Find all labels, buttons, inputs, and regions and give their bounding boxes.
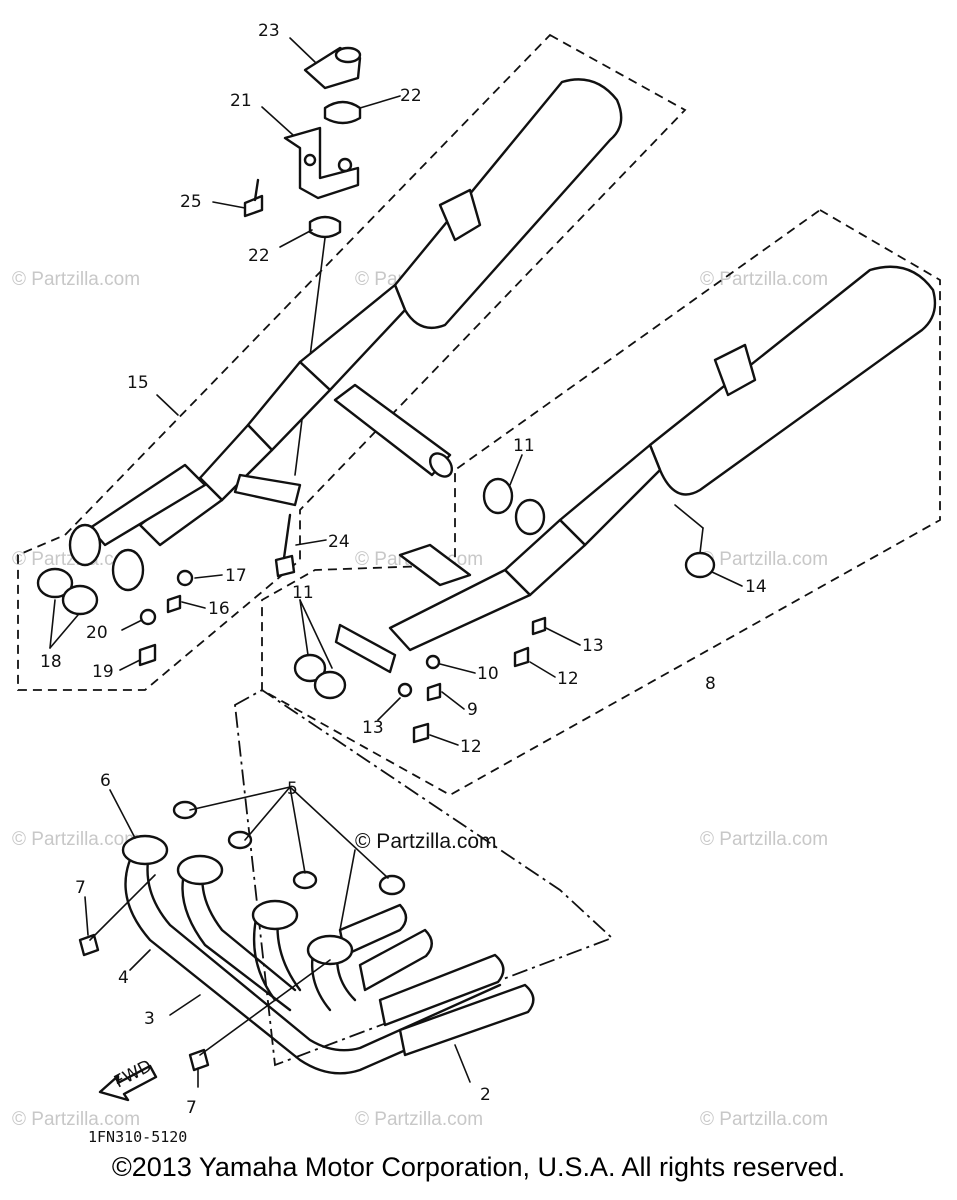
part-label: 15	[127, 373, 149, 393]
part-label: 25	[180, 192, 202, 212]
part-label: 23	[258, 21, 280, 41]
gasket-5-b	[227, 830, 253, 850]
bracket-21	[283, 126, 360, 200]
part-label: 22	[248, 246, 270, 266]
bolt-16	[166, 594, 182, 614]
gasket-18-b	[61, 584, 99, 616]
bolt-19	[138, 643, 157, 667]
gasket-11-upper	[482, 477, 514, 515]
part-label: 20	[86, 623, 108, 643]
gasket-5-a	[172, 800, 198, 820]
part-label: 11	[292, 583, 314, 603]
washer-13-lower	[397, 682, 413, 698]
part-label: 14	[745, 577, 767, 597]
part-label: 13	[362, 718, 384, 738]
bolt-9	[426, 682, 442, 702]
bolt-24	[274, 554, 296, 578]
bolt-12-lower	[412, 722, 430, 744]
part-label: 3	[144, 1009, 155, 1029]
part-labels: 23 22 21 25 22 15 24 17 16 20 18 19 11 1…	[40, 21, 767, 1146]
watermark: © Partzilla.com	[700, 1109, 828, 1130]
part-label: 5	[287, 779, 298, 799]
washer-20	[139, 608, 157, 626]
leader-lines	[49, 37, 743, 1088]
exhaust-pipes	[78, 800, 535, 1075]
part-label: 8	[705, 674, 716, 694]
muffler-right	[293, 265, 937, 744]
exhaust-pipe-2	[378, 953, 505, 1027]
part-label: 19	[92, 662, 114, 682]
bolt-12-upper	[513, 646, 530, 668]
grommet-22-upper	[323, 100, 362, 125]
watermark: © Partzilla.com	[700, 549, 828, 570]
watermark-center: © Partzilla.com	[355, 830, 497, 853]
part-label: 22	[400, 86, 422, 106]
diagram-code: 1FN310-5120	[88, 1128, 187, 1146]
grommet-22-lower	[308, 215, 342, 239]
part-label: 10	[477, 664, 499, 684]
part-label: 12	[557, 669, 579, 689]
part-label: 2	[480, 1085, 491, 1105]
nut-17	[176, 569, 194, 587]
part-label: 18	[40, 652, 62, 672]
part-label: 17	[225, 566, 247, 586]
watermark: © Partzilla.com	[700, 269, 828, 290]
exhaust-pipe-4	[124, 858, 522, 1075]
muffler-left	[36, 78, 623, 667]
watermark: © Partzilla.com	[12, 269, 140, 290]
part-label: 12	[460, 737, 482, 757]
watermark: © Partzilla.com	[700, 829, 828, 850]
gasket-11-lower-b	[313, 670, 347, 700]
bolt-25	[243, 194, 264, 218]
part-label: 7	[186, 1098, 197, 1118]
part-label: 4	[118, 968, 129, 988]
washer-13-upper	[531, 616, 547, 636]
gasket-18-a	[36, 567, 74, 599]
nut-7-lower	[188, 1048, 210, 1072]
nut-14	[684, 551, 716, 579]
part-label: 24	[328, 532, 350, 552]
exhaust-pipe-3	[181, 868, 292, 1012]
watermark: © Partzilla.com	[12, 1109, 140, 1130]
muffler-right-boundary	[261, 208, 941, 797]
nut-7-upper	[78, 933, 100, 957]
watermark: © Partzilla.com	[12, 829, 140, 850]
watermark: © Partzilla.com	[355, 1109, 483, 1130]
gasket-5-d	[378, 874, 406, 896]
flange-6	[121, 834, 169, 866]
part-label: 16	[208, 599, 230, 619]
part-label: 7	[75, 878, 86, 898]
gasket-11-lower-a	[293, 653, 327, 683]
part-label: 6	[100, 771, 111, 791]
part-label: 21	[230, 91, 252, 111]
washer-10	[425, 654, 441, 670]
part-label: 11	[513, 436, 535, 456]
part-label: 13	[582, 636, 604, 656]
part-label: 9	[467, 700, 478, 720]
muffler-left-boundary	[17, 33, 687, 691]
front-arrow: FWD	[98, 1056, 158, 1102]
gasket-5-c	[292, 870, 318, 890]
bracket-assembly	[243, 46, 362, 476]
copyright-notice: ©2013 Yamaha Motor Corporation, U.S.A. A…	[111, 1152, 846, 1182]
